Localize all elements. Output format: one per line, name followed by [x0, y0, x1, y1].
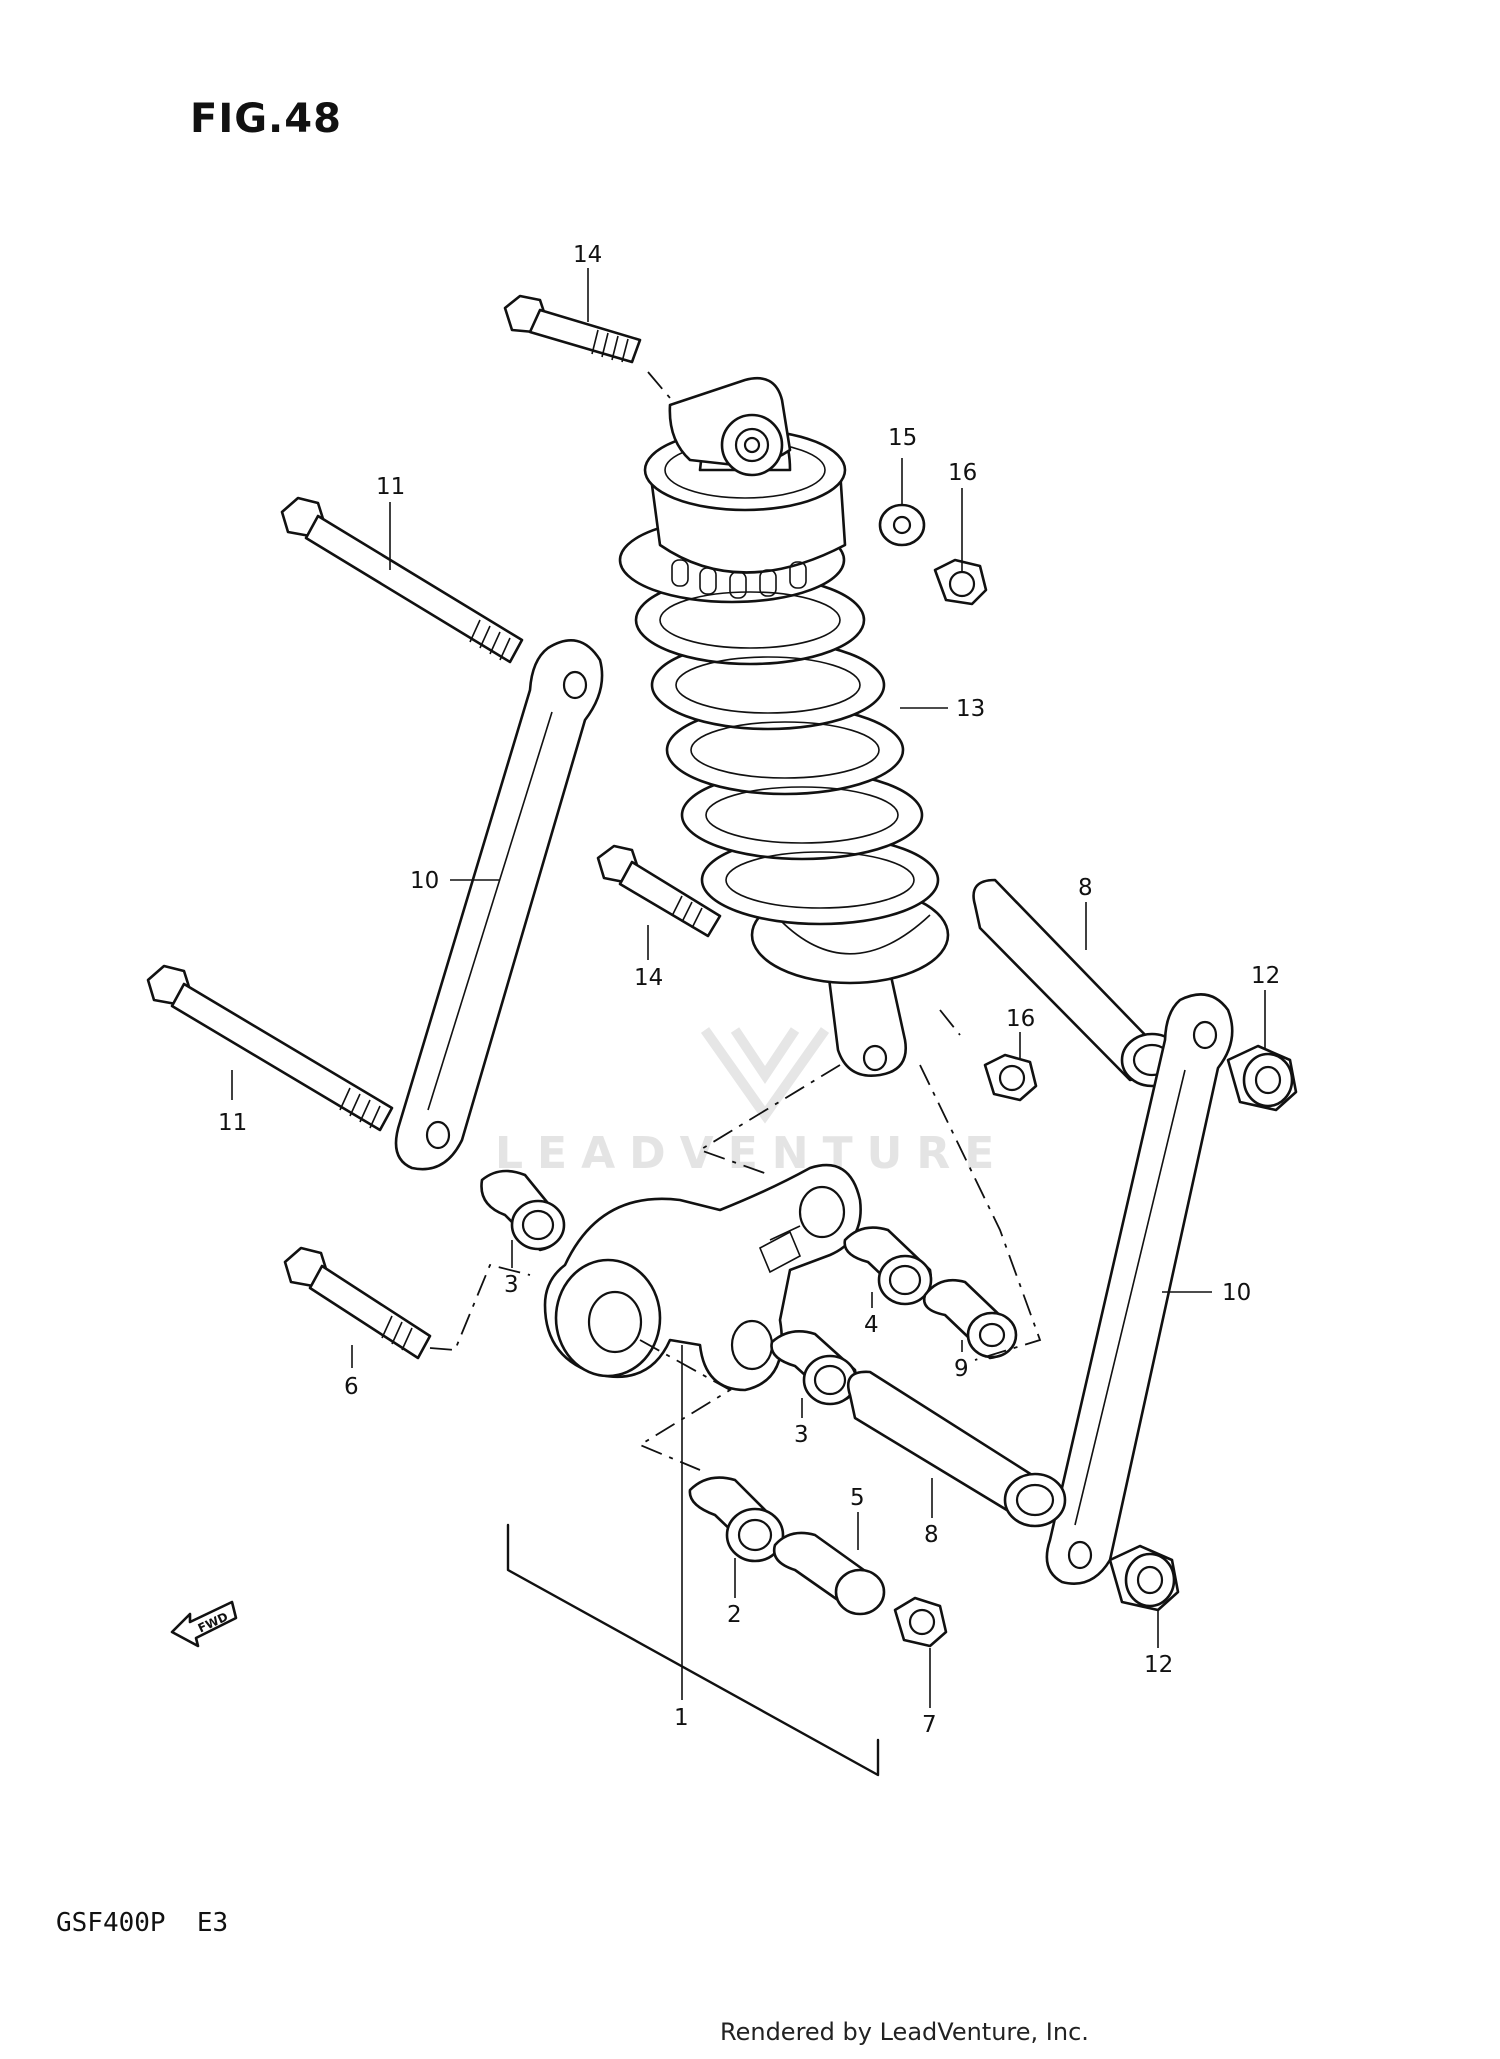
bolt-14-top	[503, 294, 671, 399]
assembly-guide-lines	[429, 1009, 1042, 1471]
callout-10-left: 10	[410, 868, 439, 894]
bearing-4	[843, 1226, 933, 1306]
callout-13: 13	[956, 696, 985, 722]
link-rod-10-right	[1045, 993, 1234, 1585]
link-rod-10-left	[394, 639, 604, 1171]
callout-8-lower: 8	[924, 1522, 939, 1548]
nut-16-top	[933, 558, 988, 606]
nut-12-upper	[1226, 1044, 1298, 1112]
callout-5: 5	[850, 1485, 865, 1511]
callout-6: 6	[344, 1374, 359, 1400]
footer-credit: Rendered by LeadVenture, Inc.	[720, 2018, 1089, 2046]
nut-12-lower	[1108, 1544, 1180, 1612]
leadventure-logo-icon	[700, 1027, 830, 1124]
callout-2: 2	[727, 1602, 742, 1628]
bolt-6	[283, 1246, 432, 1360]
callout-11-upper: 11	[376, 474, 405, 500]
collar-9	[922, 1278, 1018, 1360]
callout-10-right: 10	[1222, 1280, 1251, 1306]
callout-1: 1	[674, 1705, 689, 1731]
shock-absorber-13	[618, 376, 950, 1078]
nut-7	[893, 1596, 948, 1648]
nut-16-middle	[983, 1053, 1038, 1102]
figure-title: FIG.48	[190, 96, 342, 142]
bolt-11-lower	[146, 964, 394, 1132]
bolt-14-middle	[596, 844, 722, 938]
callout-14-top: 14	[573, 242, 602, 268]
model-code: GSF400P E3	[56, 1908, 229, 1938]
callout-16-middle: 16	[1006, 1006, 1035, 1032]
callout-8-upper: 8	[1078, 875, 1093, 901]
assembly-bracket-1	[506, 1523, 880, 1777]
collar-8-lower	[846, 1370, 1067, 1528]
callout-12-lower: 12	[1144, 1652, 1173, 1678]
callout-14-middle: 14	[634, 965, 663, 991]
collar-5	[772, 1531, 886, 1616]
bolt-11-upper	[280, 496, 524, 664]
bearing-3-upper	[480, 1169, 566, 1252]
callout-7: 7	[922, 1712, 937, 1738]
callout-16-top: 16	[948, 460, 977, 486]
bearing-2	[688, 1476, 785, 1563]
callout-11-lower: 11	[218, 1110, 247, 1136]
callout-9: 9	[954, 1356, 969, 1382]
washer-15	[878, 503, 926, 547]
callout-3-lower: 3	[794, 1422, 809, 1448]
callout-labels: 14 15 16 11 13 10 8 14 12	[218, 242, 1280, 1738]
fwd-arrow-icon: FWD	[170, 1600, 238, 1648]
cushion-lever-1	[543, 1163, 862, 1392]
callout-4: 4	[864, 1312, 879, 1338]
callout-3-upper: 3	[504, 1272, 519, 1298]
watermark-text: LEADVENTURE	[495, 1128, 1009, 1179]
bearing-3-lower	[770, 1330, 858, 1406]
callout-12-upper: 12	[1251, 963, 1280, 989]
callout-15: 15	[888, 425, 917, 451]
